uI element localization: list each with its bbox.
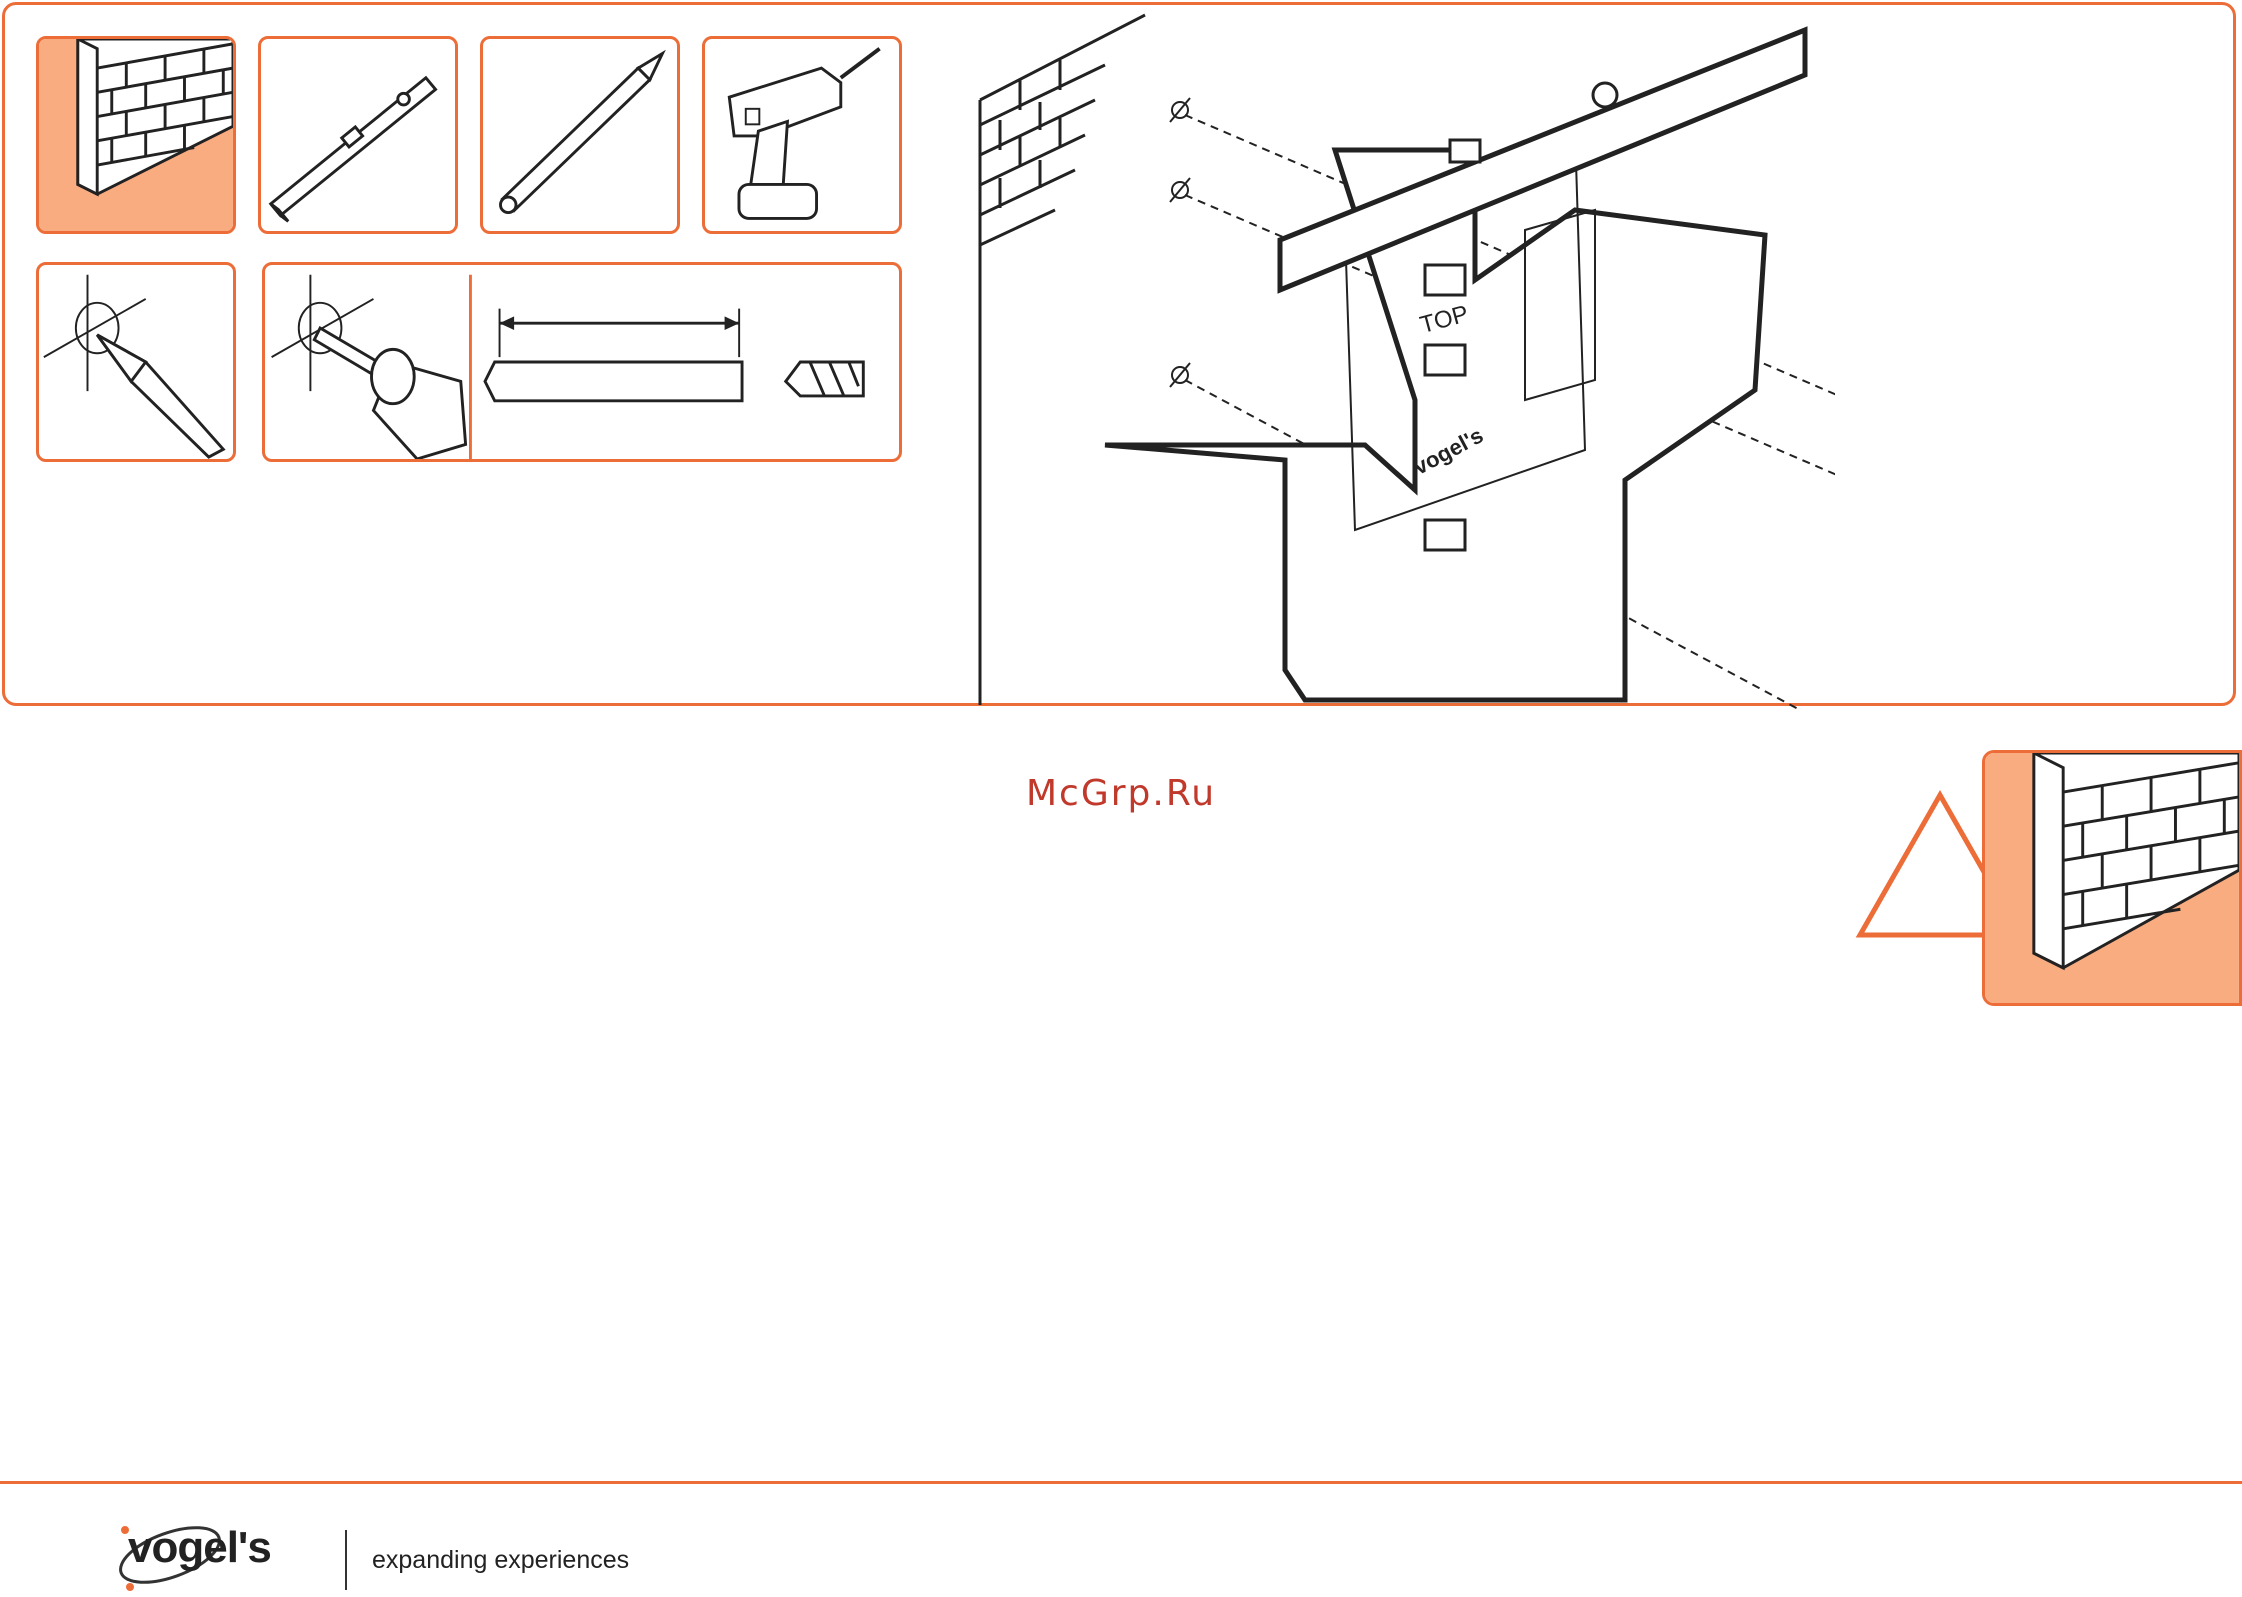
power-drill-icon <box>705 39 899 231</box>
tile-drill <box>702 36 902 234</box>
mark-hole-icon <box>39 265 233 459</box>
tile-spirit-level <box>258 36 458 234</box>
tile-drill-holes <box>262 262 902 462</box>
tile-mark-holes <box>36 262 236 462</box>
tile-pencil <box>480 36 680 234</box>
pencil-icon <box>483 39 677 231</box>
tile-wall-type <box>36 36 236 234</box>
footer-logo: vogel's <box>128 1523 271 1573</box>
watermark: McGrp.Ru <box>0 773 2242 814</box>
footer-logo-separator <box>345 1530 347 1590</box>
spirit-level-icon <box>261 39 455 231</box>
footer-tagline: expanding experiences <box>372 1546 629 1575</box>
drill-bit-icon <box>265 265 899 459</box>
bracket-diagram: TOP vogel's <box>975 10 1835 710</box>
brick-wall-icon <box>39 39 233 231</box>
footer-divider <box>0 1481 2242 1484</box>
